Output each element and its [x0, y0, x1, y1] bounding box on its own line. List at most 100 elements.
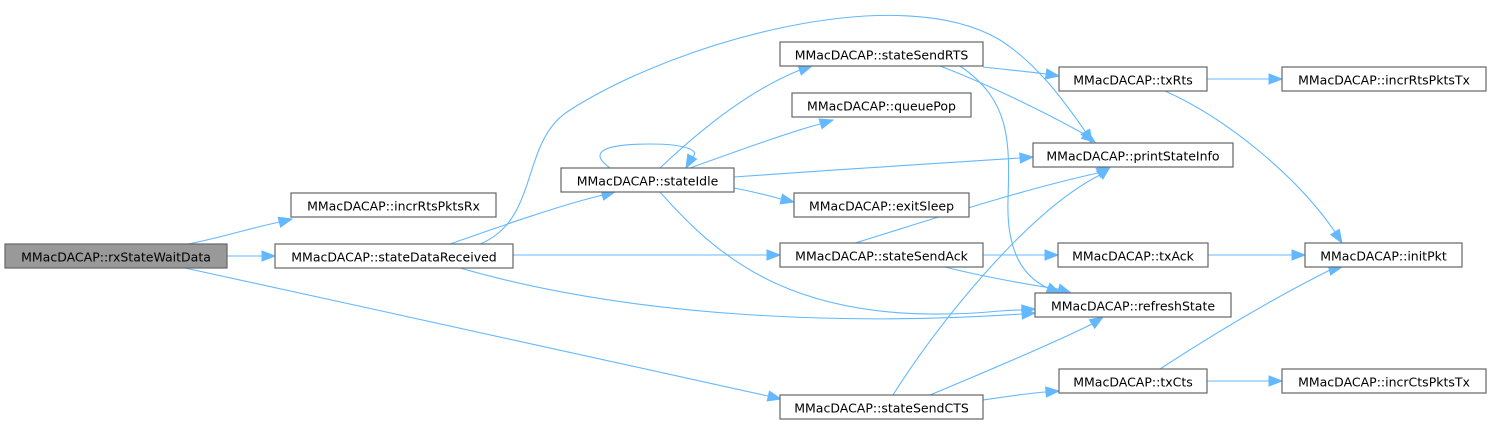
arrowhead-icon [1095, 166, 1112, 180]
node-box [779, 41, 984, 67]
node-incrCtsPktsTx[interactable]: MMacDACAP::incrCtsPktsTx [1281, 368, 1487, 394]
node-printStateInfo[interactable]: MMacDACAP::printStateInfo [1032, 142, 1234, 168]
node-box [1281, 66, 1487, 92]
arrowhead-icon [261, 250, 277, 262]
edge-rxStateWaitData-to-stateSendCTS [184, 267, 783, 402]
node-box [1304, 242, 1463, 268]
edge-line [939, 65, 1086, 136]
node-stateIdle[interactable]: MMacDACAP::stateIdle [560, 167, 735, 193]
node-label: MMacDACAP::refreshState [1051, 299, 1215, 314]
arrowhead-icon [1268, 73, 1284, 85]
node-txRts[interactable]: MMacDACAP::txRts [1058, 66, 1208, 92]
edge-line [854, 171, 1100, 244]
arrowhead-icon [1291, 249, 1307, 261]
arrowhead-icon [685, 153, 698, 170]
node-stateSendCTS[interactable]: MMacDACAP::stateSendCTS [779, 394, 984, 420]
edge-txCts-to-incrCtsPktsTx [1207, 375, 1284, 387]
node-box [779, 394, 984, 420]
node-box [4, 243, 228, 269]
arrowhead-icon [766, 249, 782, 261]
arrowhead-icon [277, 216, 294, 228]
arrowhead-icon [797, 64, 814, 76]
node-label: MMacDACAP::txRts [1073, 73, 1192, 88]
edge-txCts-to-initPkt [1159, 264, 1344, 370]
node-box [1032, 142, 1234, 168]
node-queuePop[interactable]: MMacDACAP::queuePop [791, 92, 972, 118]
node-box [779, 242, 984, 268]
edge-stateSendAck-to-txAck [983, 249, 1060, 261]
arrowhead-icon [1088, 316, 1105, 330]
node-initPkt[interactable]: MMacDACAP::initPkt [1304, 242, 1463, 268]
edge-line [1164, 90, 1337, 234]
edge-line [1159, 269, 1331, 370]
edge-stateDataReceived-to-stateSendAck [513, 249, 782, 261]
node-label: MMacDACAP::stateDataReceived [291, 250, 496, 265]
edge-stateIdle-to-queuePop [689, 118, 835, 169]
node-incrRtsPktsRx[interactable]: MMacDACAP::incrRtsPktsRx [290, 192, 497, 218]
edge-line [459, 267, 1024, 320]
node-label: MMacDACAP::stateSendRTS [795, 48, 969, 63]
node-label: MMacDACAP::txCts [1073, 375, 1193, 390]
node-box [1034, 292, 1232, 318]
node-txCts[interactable]: MMacDACAP::txCts [1058, 368, 1208, 394]
node-box [290, 192, 497, 218]
edge-rxStateWaitData-to-incrRtsPktsRx [187, 216, 294, 245]
node-stateDataReceived[interactable]: MMacDACAP::stateDataReceived [274, 243, 514, 269]
node-label: MMacDACAP::exitSleep [809, 199, 954, 214]
edge-line [982, 391, 1048, 401]
edge-stateIdle-to-exitSleep [733, 187, 796, 205]
edge-rxStateWaitData-to-stateDataReceived [227, 250, 277, 262]
node-stateSendRTS[interactable]: MMacDACAP::stateSendRTS [779, 41, 984, 67]
edge-stateIdle-to-stateIdle [599, 143, 698, 170]
node-box [791, 92, 972, 118]
arrowhead-icon [779, 193, 796, 205]
edge-txRts-to-initPkt [1164, 90, 1343, 245]
node-txAck[interactable]: MMacDACAP::txAck [1057, 242, 1209, 268]
edge-line [479, 14, 1087, 245]
node-box [274, 243, 514, 269]
node-box [1058, 66, 1208, 92]
edge-line [689, 122, 822, 169]
edge-line [659, 69, 801, 169]
edge-stateSendAck-to-refreshState [944, 266, 1073, 295]
node-rxStateWaitData[interactable]: MMacDACAP::rxStateWaitData [4, 243, 228, 269]
node-label: MMacDACAP::initPkt [1320, 249, 1447, 264]
node-label: MMacDACAP::incrCtsPktsTx [1298, 375, 1470, 390]
edge-line [959, 65, 1050, 289]
edge-line [187, 221, 281, 245]
arrowhead-icon [1019, 152, 1035, 164]
node-label: MMacDACAP::stateIdle [577, 174, 719, 189]
edge-stateSendCTS-to-txCts [982, 386, 1061, 401]
edge-stateSendCTS-to-printStateInfo [892, 166, 1112, 396]
arrowhead-icon [1268, 375, 1284, 387]
edge-line [929, 322, 1094, 396]
node-label: MMacDACAP::rxStateWaitData [21, 250, 211, 265]
edge-stateSendCTS-to-refreshState [929, 316, 1105, 396]
edge-txRts-to-incrRtsPktsTx [1207, 73, 1284, 85]
edge-line [184, 267, 770, 397]
arrowhead-icon [1329, 228, 1343, 245]
arrowhead-icon [766, 390, 783, 402]
edge-stateSendRTS-to-printStateInfo [939, 65, 1097, 143]
node-exitSleep[interactable]: MMacDACAP::exitSleep [793, 192, 970, 218]
edge-stateDataReceived-to-refreshState [459, 267, 1037, 320]
edge-line [944, 266, 1060, 291]
node-label: MMacDACAP::printStateInfo [1046, 149, 1219, 164]
edge-line [659, 191, 1024, 315]
arrowhead-icon [1021, 304, 1037, 316]
node-stateSendAck[interactable]: MMacDACAP::stateSendAck [779, 242, 984, 268]
node-label: MMacDACAP::queuePop [807, 99, 956, 114]
arrowhead-icon [1044, 68, 1061, 80]
edge-stateIdle-to-stateSendRTS [659, 64, 814, 169]
node-incrRtsPktsTx[interactable]: MMacDACAP::incrRtsPktsTx [1281, 66, 1487, 92]
edge-line [892, 174, 1101, 396]
node-box [1058, 368, 1208, 394]
edge-stateSendRTS-to-txRts [982, 66, 1061, 80]
node-label: MMacDACAP::stateSendCTS [794, 401, 969, 416]
edge-line [733, 157, 1022, 178]
nodes-layer: MMacDACAP::rxStateWaitDataMMacDACAP::inc… [4, 41, 1487, 420]
arrowhead-icon [1044, 249, 1060, 261]
node-box [1281, 368, 1487, 394]
node-box [793, 192, 970, 218]
node-refreshState[interactable]: MMacDACAP::refreshState [1034, 292, 1232, 318]
